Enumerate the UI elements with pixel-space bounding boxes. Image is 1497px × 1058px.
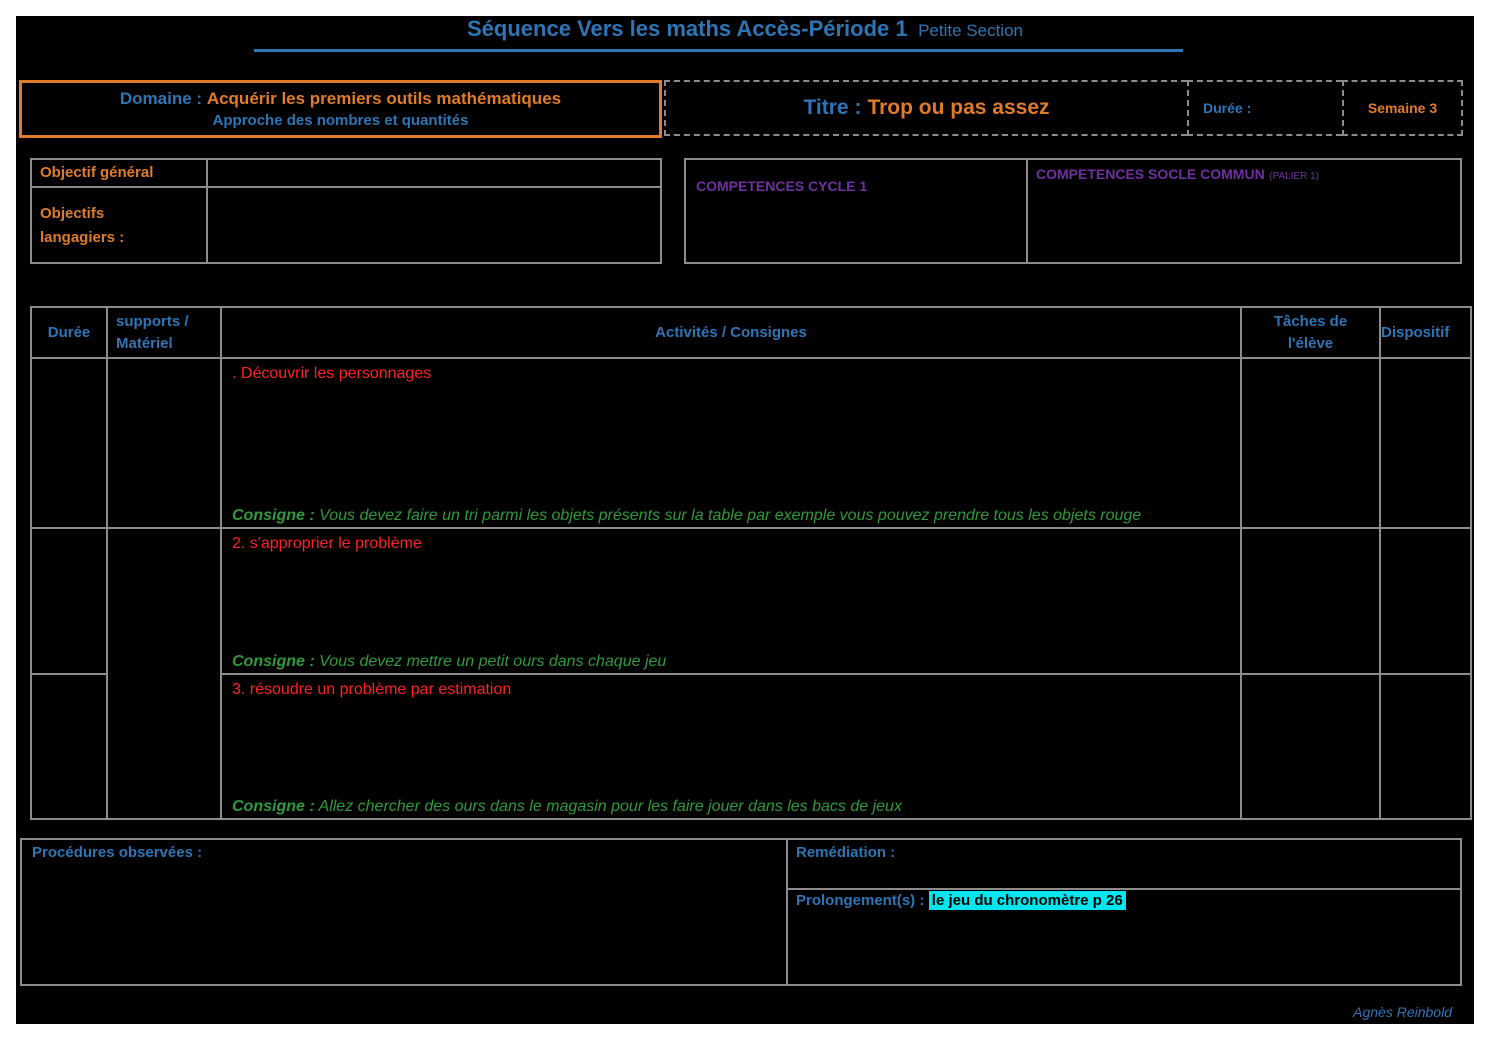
header-taches-text: Tâches de l'élève [1273,312,1348,352]
header-supports-text: supports / Matériel [116,312,189,352]
titre-value: Trop ou pas assez [867,96,1050,119]
consigne-text: Vous devez mettre un petit ours dans cha… [314,653,667,670]
domain-box: Domaine : Acquérir les premiers outils m… [19,80,662,138]
prolongement-box: Prolongement(s) : le jeu du chronomètre … [786,888,1462,986]
activities-table: Durée supports / Matériel Activités / Co… [30,306,1472,820]
domain-subtitle: Approche des nombres et quantités [212,112,469,129]
activity-consigne: Consigne : Vous devez faire un tri parmi… [232,507,1141,525]
row1-duree-cell [32,359,108,529]
domain-value: Acquérir les premiers outils mathématiqu… [206,89,562,108]
consigne-label: Consigne : [232,798,315,815]
duree-label: Durée : [1203,100,1252,116]
header-dispositif-text: Dispositif [1381,323,1450,341]
competences-socle-label: COMPETENCES SOCLE COMMUN [1036,166,1265,182]
page-title: Séquence Vers les maths Accès-Période 1 … [16,16,1474,46]
domain-label: Domaine : [119,89,203,108]
objective-general-label-cell: Objectif général [32,160,208,188]
row2-supports-cell [108,529,222,820]
row1-taches-cell [1242,359,1381,529]
competences-table: COMPETENCES CYCLE 1 COMPETENCES SOCLE CO… [684,158,1462,264]
header-duree: Durée [32,308,108,359]
row2-taches-cell [1242,529,1381,675]
table-row: 2. s'approprier le problème Consigne : V… [222,529,1242,675]
row1-dispositif-cell [1381,359,1472,529]
author-signature: Agnès Reinbold [1353,1004,1452,1020]
objectives-table: Objectif général Objectifs langagiers : [30,158,662,264]
header-supports: supports / Matériel [108,308,222,359]
activity-title: . Découvrir les personnages [232,365,432,382]
competences-cycle-label: COMPETENCES CYCLE 1 [696,178,868,194]
title-underline [254,49,1183,52]
header-activites-text: Activités / Consignes [655,323,807,341]
procedures-label: Procédures observées : [32,844,203,861]
prolongement-value: le jeu du chronomètre p 26 [928,891,1126,910]
activity-title: 3. résoudre un problème par estimation [232,681,512,698]
remediation-box: Remédiation : [786,838,1462,890]
objective-langagiers-label: Objectifs langagiers : [40,205,125,246]
competences-socle-cell: COMPETENCES SOCLE COMMUN (PALIER 1) [1028,160,1460,262]
duree-box: Durée : [1187,80,1342,136]
semaine-label: Semaine 3 [1367,100,1438,116]
consigne-text: Vous devez faire un tri parmi les objets… [314,507,1142,524]
consigne-label: Consigne : [232,653,315,670]
sequence-title: Séquence Vers les maths Accès-Période 1 [467,16,908,41]
header-dispositif: Dispositif [1381,308,1472,359]
procedures-box: Procédures observées : [20,838,788,986]
activity-consigne: Consigne : Vous devez mettre un petit ou… [232,653,666,671]
row3-duree-cell [32,675,108,820]
activity-title: 2. s'approprier le problème [232,535,422,552]
sequence-subtitle: Petite Section [918,21,1023,40]
activity-consigne: Consigne : Allez chercher des ours dans … [232,798,902,816]
objective-general-label: Objectif général [40,164,154,181]
row2-dispositif-cell [1381,529,1472,675]
competences-socle-note: (PALIER 1) [1269,171,1319,182]
row3-dispositif-cell [1381,675,1472,820]
header-duree-text: Durée [47,323,91,341]
consigne-label: Consigne : [232,507,315,524]
document-page: Séquence Vers les maths Accès-Période 1 … [16,16,1474,1024]
row3-taches-cell [1242,675,1381,820]
header-activites: Activités / Consignes [222,308,1242,359]
objective-general-value-cell [208,160,660,188]
table-row: 3. résoudre un problème par estimation C… [222,675,1242,820]
consigne-text: Allez chercher des ours dans le magasin … [314,798,902,815]
titre-label: Titre : [803,96,862,119]
objective-langagiers-label-cell: Objectifs langagiers : [32,188,208,262]
remediation-label: Remédiation : [796,844,896,861]
header-taches: Tâches de l'élève [1242,308,1381,359]
titre-box: Titre : Trop ou pas assez [664,80,1187,136]
competences-cycle-cell: COMPETENCES CYCLE 1 [686,160,1028,262]
semaine-box: Semaine 3 [1342,80,1463,136]
prolongement-label: Prolongement(s) : [796,892,925,909]
table-row: . Découvrir les personnages Consigne : V… [222,359,1242,529]
row2-duree-cell [32,529,108,675]
row1-supports-cell [108,359,222,529]
